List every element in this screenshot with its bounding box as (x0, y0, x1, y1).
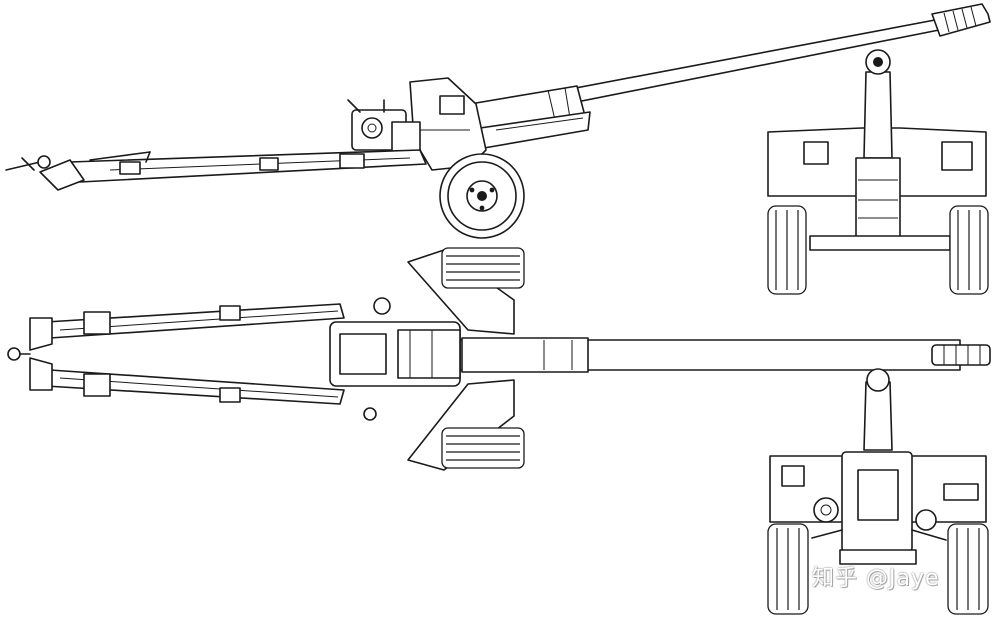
front-view-barrel (863, 49, 893, 159)
top-view-barrel (459, 337, 991, 373)
front-view-wheel-left (767, 205, 807, 295)
top-view-wheel-lower (441, 427, 525, 469)
top-view-trails (7, 303, 345, 405)
top-view-wheel-upper (441, 247, 525, 289)
watermark-text: 知乎 @Jaye (812, 566, 940, 591)
top-view (7, 247, 991, 471)
front-view (767, 49, 989, 295)
front-view-wheel-right (949, 205, 989, 295)
side-view-trail (5, 149, 427, 191)
rear-view-wheel-left (767, 523, 809, 615)
front-view-carriage (855, 157, 901, 239)
top-view-shield-lower (407, 379, 515, 471)
rear-view-breech (811, 451, 947, 565)
rear-view (767, 368, 989, 615)
rear-view-wheel-right (947, 523, 989, 615)
rear-view-barrel (863, 368, 893, 451)
side-view-barrel (469, 3, 991, 133)
top-view-mount (329, 297, 461, 421)
side-view (5, 3, 991, 239)
side-view-breech (347, 99, 421, 153)
top-view-shield-upper (407, 249, 515, 335)
side-view-shield (409, 77, 487, 171)
side-view-wheel (439, 153, 525, 239)
